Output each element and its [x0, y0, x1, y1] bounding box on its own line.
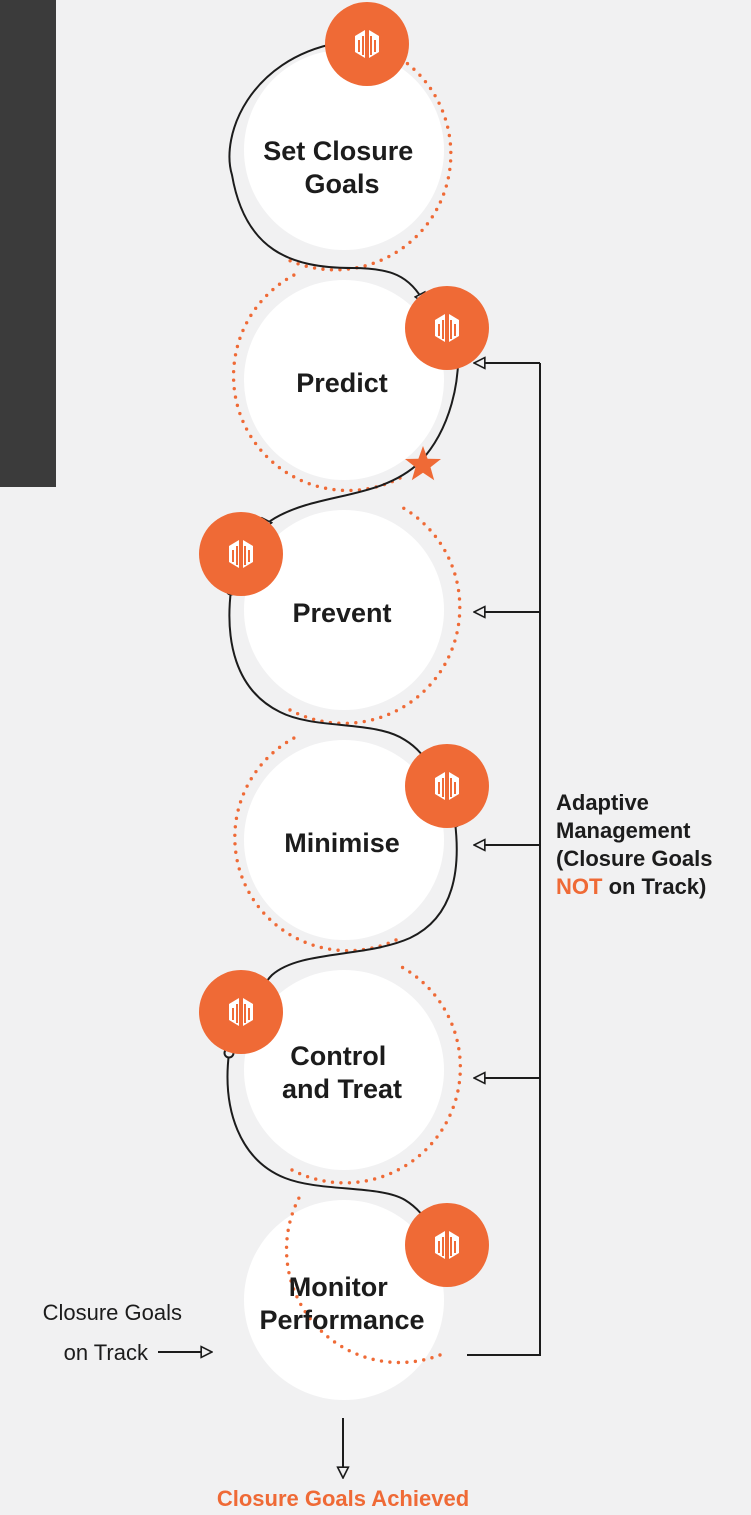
stage-label-set-closure-goals: Set Closure Goals	[263, 136, 421, 199]
stage-label-prevent: Prevent	[292, 598, 391, 628]
flow-connector-1	[228, 42, 426, 304]
dotted-arc-control-and-treat	[290, 963, 463, 1185]
dotted-arc-predict	[231, 272, 402, 493]
mine-logo-icon	[405, 744, 489, 828]
adaptive-feedback-line	[467, 363, 541, 1356]
stage-circle-set-closure-goals	[244, 50, 444, 250]
stage-label-control-and-treat: Control and Treat	[282, 1041, 402, 1104]
flow-connector-2	[261, 337, 460, 530]
sidebar-panel	[0, 0, 56, 487]
mine-logo-icon	[405, 1203, 489, 1287]
adaptive-management-label: Adaptive Management (Closure Goals NOT o…	[556, 790, 712, 899]
svg-text:NOT on Track): NOT on Track)	[556, 874, 706, 899]
mine-logo-icon	[405, 286, 489, 370]
stage-label-monitor-performance: Monitor Performance	[259, 1272, 424, 1335]
svg-text:Management: Management	[556, 818, 691, 843]
stage-label-predict: Predict	[296, 368, 388, 398]
flow-connector-3	[228, 589, 429, 764]
mine-logo-icon	[199, 512, 283, 596]
stage-circle-minimise	[244, 740, 444, 940]
stage-circle-monitor-performance	[244, 1200, 444, 1400]
on-track-label: Closure Goals on Track	[43, 1300, 182, 1365]
stage-label-minimise: Minimise	[284, 828, 400, 858]
stage-circle-prevent	[244, 510, 444, 710]
stage-circle-control-and-treat	[244, 970, 444, 1170]
closure-goals-achieved-label: Closure Goals Achieved	[217, 1486, 469, 1511]
mine-logo-icon	[199, 970, 283, 1054]
flow-connector-5	[226, 1052, 429, 1224]
svg-text:Closure Goals: Closure Goals	[43, 1300, 182, 1325]
star-icon	[405, 446, 441, 481]
svg-text:Adaptive: Adaptive	[556, 790, 649, 815]
dotted-arc-monitor-performance	[284, 1194, 442, 1365]
svg-text:(Closure Goals: (Closure Goals	[556, 846, 712, 871]
svg-text:on Track: on Track	[64, 1340, 149, 1365]
stage-circle-predict	[244, 280, 444, 480]
mine-logo-icon	[325, 2, 409, 86]
dotted-arc-minimise	[233, 733, 398, 953]
